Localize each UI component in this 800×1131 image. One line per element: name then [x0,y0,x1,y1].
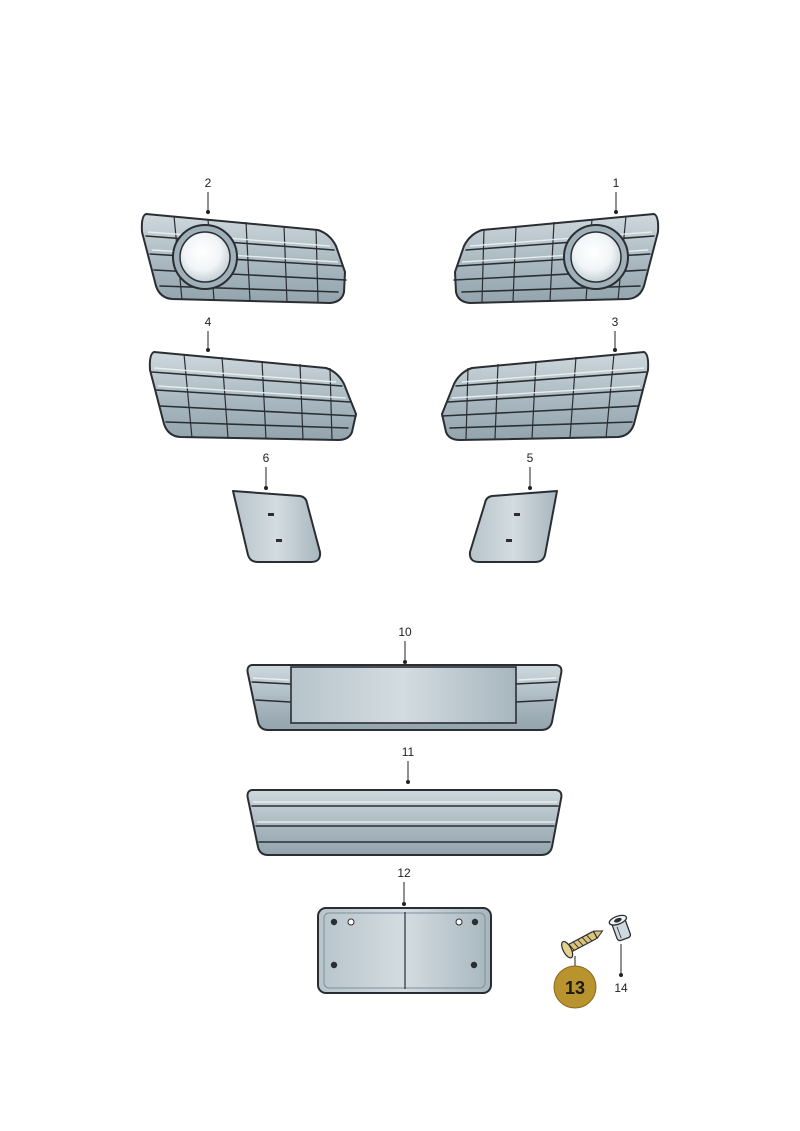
callout-5: 5 [527,451,534,490]
center-grille-lower [246,789,563,856]
spreader-nut-part [608,914,632,942]
callout-14: 14 [614,944,628,995]
center-grille-upper [246,664,563,731]
cover-cap-right [468,490,558,563]
callout-3: 3 [612,315,619,352]
callout-label-14: 14 [614,981,628,995]
grille-right [441,351,650,441]
cover-cap-left [232,490,322,563]
fog-grille-right [453,213,660,304]
callout-10: 10 [398,625,412,664]
callout-6: 6 [263,451,270,490]
callout-12: 12 [397,866,411,906]
licence-plate-bracket [317,907,492,994]
callout-label-1: 1 [613,176,620,190]
screw-part [561,930,604,959]
callout-label-4: 4 [205,315,212,329]
callout-label-6: 6 [263,451,270,465]
badge-label-13: 13 [565,978,585,998]
callout-label-2: 2 [205,176,212,190]
callout-label-5: 5 [527,451,534,465]
grille-left [148,351,357,441]
fog-grille-left [140,213,347,304]
callout-label-12: 12 [397,866,411,880]
callout-label-3: 3 [612,315,619,329]
callout-1: 1 [613,176,620,214]
callout-4: 4 [205,315,212,352]
highlighted-part-badge[interactable]: 13 [553,965,597,1009]
callout-2: 2 [205,176,212,214]
callout-11: 11 [402,745,415,784]
callout-label-11: 11 [402,745,415,759]
callout-label-10: 10 [398,625,412,639]
